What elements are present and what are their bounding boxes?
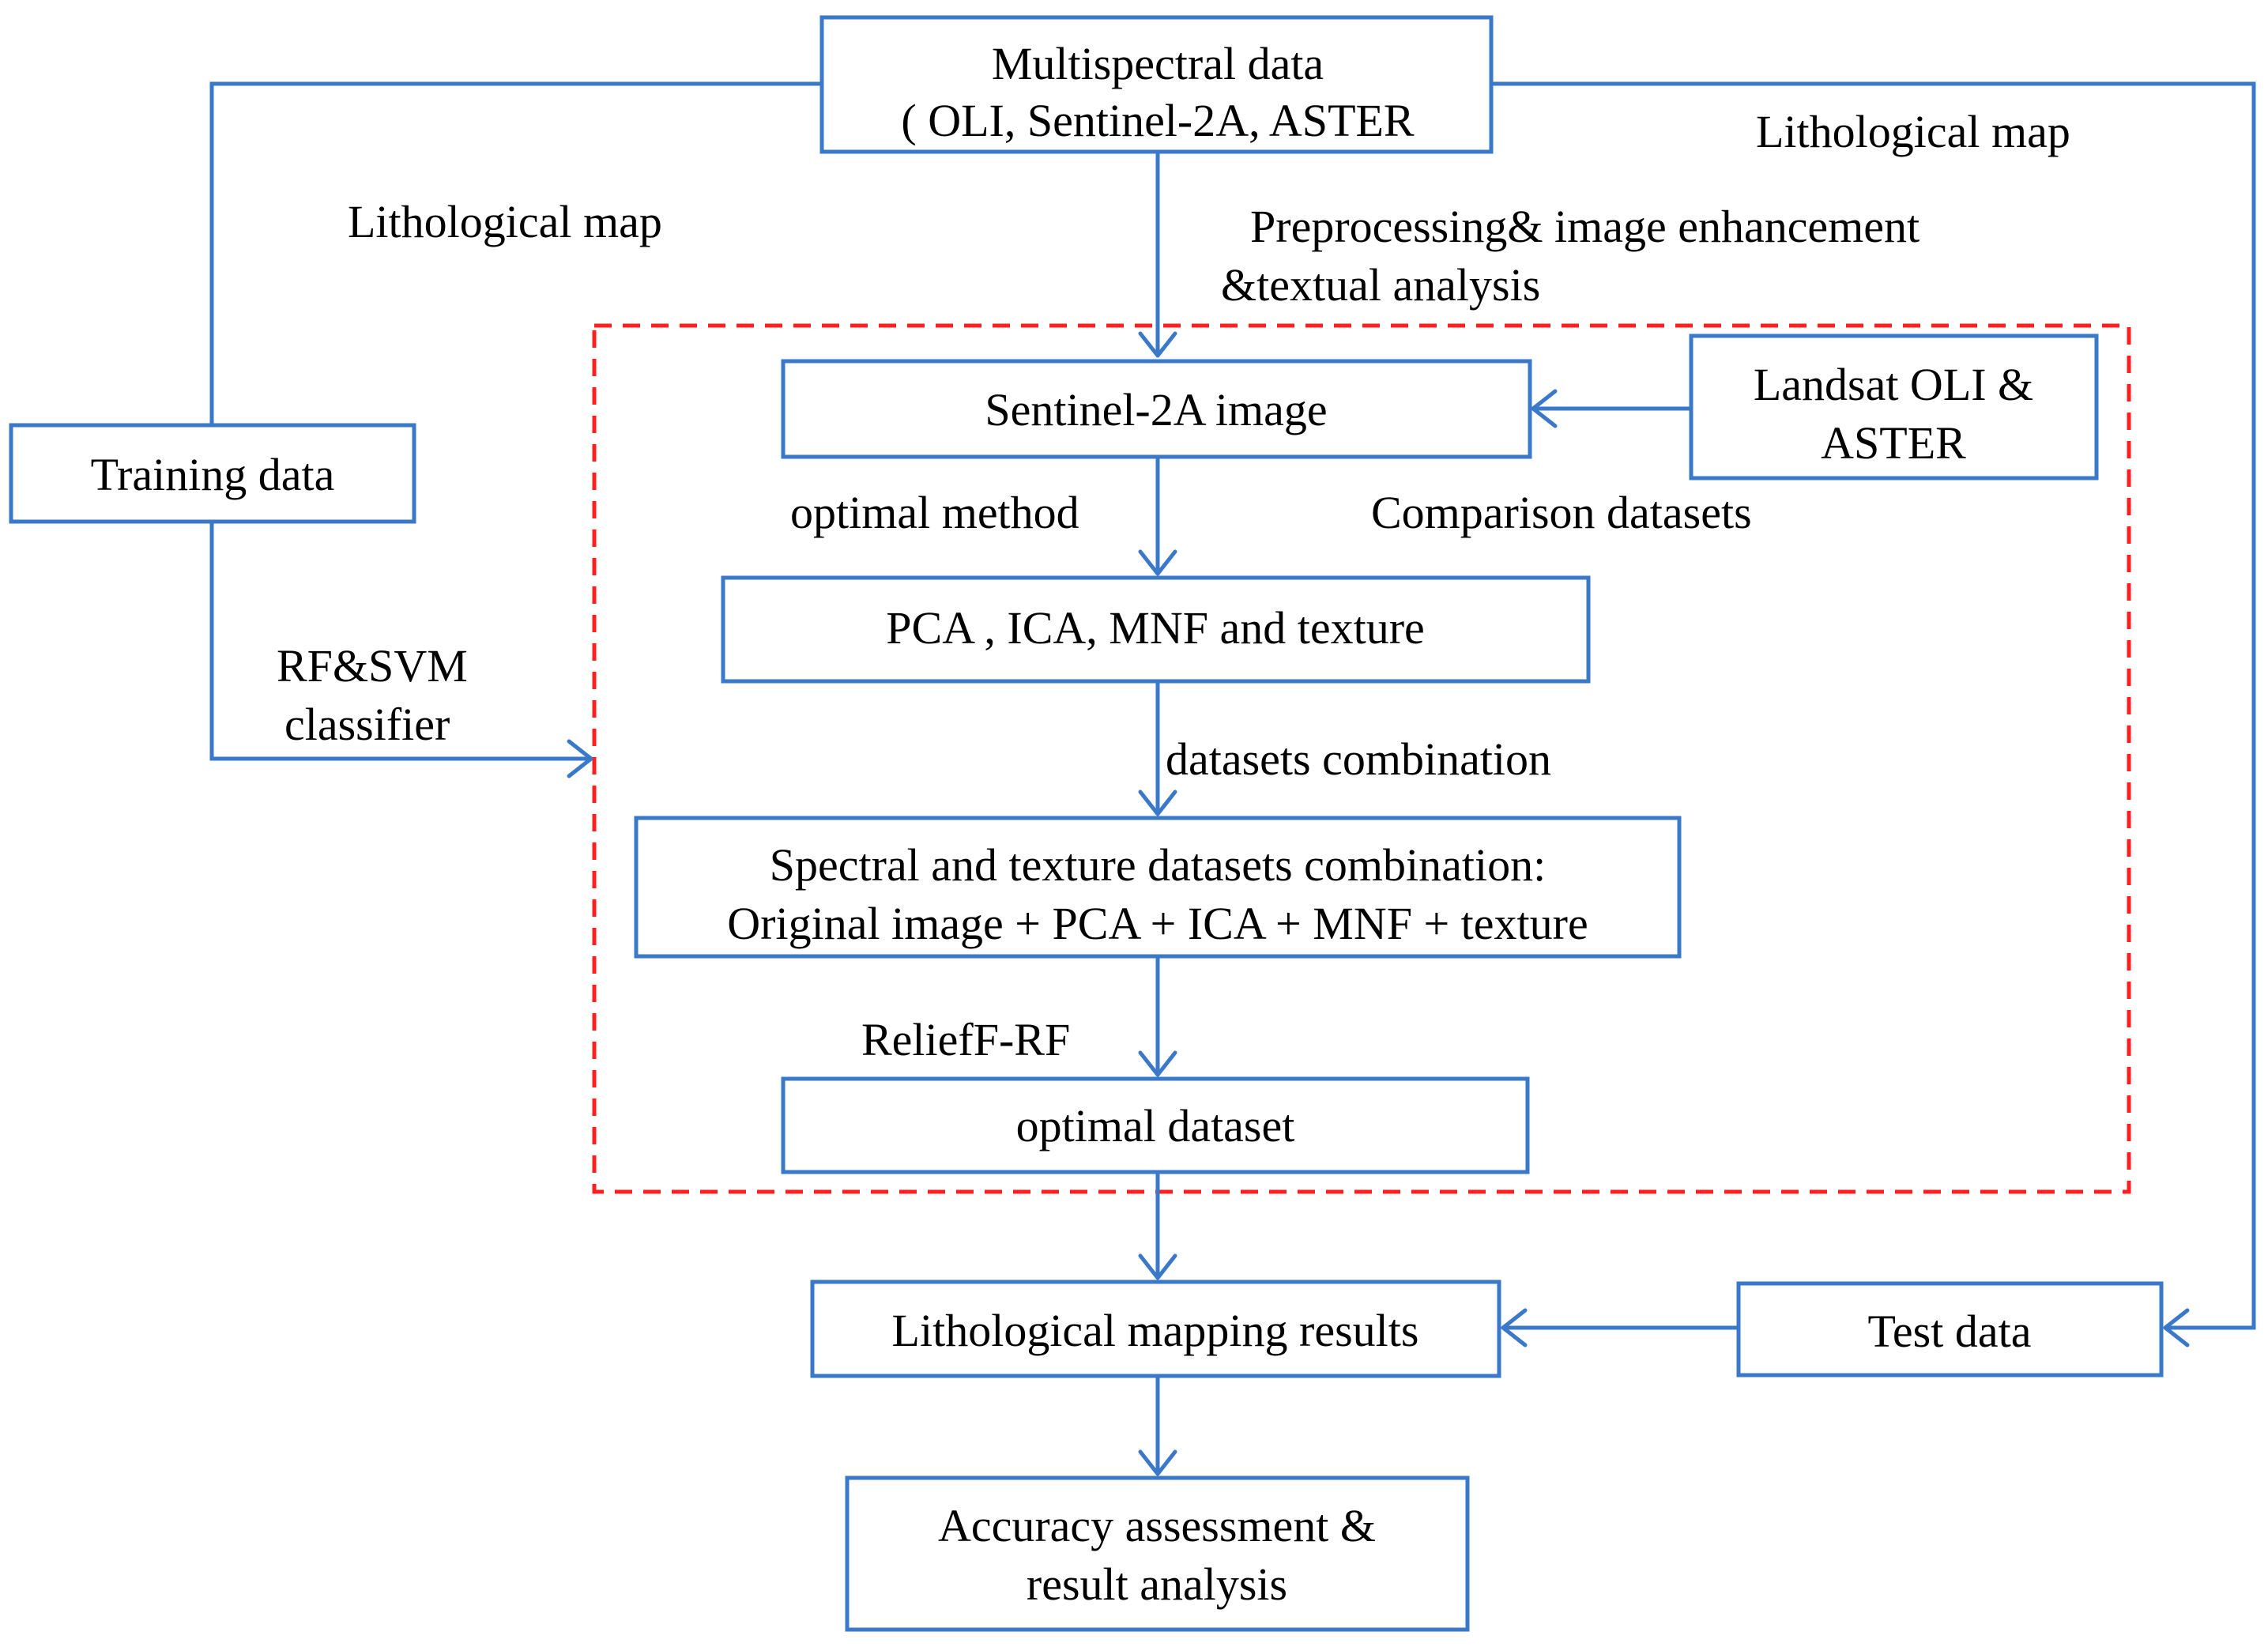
node-sentinel-image: Sentinel-2A image <box>781 359 1532 459</box>
node-pca-ica-mnf: PCA , ICA, MNF and texture <box>721 575 1591 684</box>
node-sentinel-label: Sentinel-2A image <box>985 384 1327 435</box>
node-multispectral-data: Multispectral data ( OLI, Sentinel-2A, A… <box>819 15 1494 154</box>
edge-multispectral-to-test <box>1491 81 2256 1330</box>
node-landsat-aster: Landsat OLI & ASTER <box>1689 334 2099 481</box>
node-optimal-dataset: optimal dataset <box>781 1076 1530 1174</box>
node-accuracy-line1: Accuracy assessment & <box>938 1500 1376 1551</box>
node-accuracy-assessment: Accuracy assessment & result analysis <box>845 1476 1470 1632</box>
arrowhead-down-icon <box>1138 1050 1177 1077</box>
label-optimal-method: optimal method <box>790 487 1079 538</box>
node-accuracy-line2: result analysis <box>1027 1558 1287 1610</box>
node-multispectral-line2: ( OLI, Sentinel-2A, ASTER <box>901 95 1415 146</box>
label-datasets-combination: datasets combination <box>1166 733 1551 785</box>
arrowhead-down-icon <box>1138 790 1177 816</box>
arrowhead-down-icon <box>1138 549 1177 576</box>
node-lithological-results: Lithological mapping results <box>810 1280 1501 1378</box>
edge-multispectral-to-training <box>209 81 822 425</box>
node-test-label: Test data <box>1868 1306 2032 1357</box>
node-spectral-combination: Spectral and texture datasets combinatio… <box>634 816 1682 959</box>
processing-region <box>592 323 2131 1194</box>
label-preprocessing-line1: Preprocessing& image enhancement <box>1250 201 1920 252</box>
connectors <box>209 81 2256 1474</box>
arrowheads <box>567 331 2190 1476</box>
node-pca-label: PCA , ICA, MNF and texture <box>886 602 1425 654</box>
label-preprocessing-line2: &textual analysis <box>1221 259 1540 311</box>
arrowhead-down-icon <box>1138 1253 1177 1280</box>
node-multispectral-line1: Multispectral data <box>992 38 1324 89</box>
edge-labels: Lithological map Lithological map Prepro… <box>277 106 2070 1065</box>
node-spectral-line1: Spectral and texture datasets combinatio… <box>770 839 1546 891</box>
node-optimal-label: optimal dataset <box>1016 1100 1295 1151</box>
label-lithological-map-left: Lithological map <box>348 196 662 247</box>
arrowhead-down-icon <box>1138 1449 1177 1476</box>
label-classifier-line1: RF&SVM <box>277 640 468 692</box>
arrowhead-left-icon <box>1501 1308 1528 1347</box>
arrowhead-left-icon <box>1531 389 1558 428</box>
node-test-data: Test data <box>1736 1281 2164 1378</box>
arrowhead-right-icon <box>567 739 593 778</box>
node-training-label: Training data <box>91 449 335 500</box>
node-landsat-line2: ASTER <box>1821 417 1966 469</box>
label-relieff-rf: ReliefF-RF <box>861 1014 1070 1065</box>
node-landsat-line1: Landsat OLI & <box>1754 359 2033 410</box>
label-lithological-map-right: Lithological map <box>1756 106 2070 157</box>
label-comparison-datasets: Comparison datasets <box>1371 487 1752 538</box>
label-classifier-line2: classifier <box>284 699 450 750</box>
node-spectral-line2: Original image + PCA + ICA + MNF + textu… <box>727 898 1588 949</box>
edge-training-to-region <box>209 522 591 761</box>
node-training-data: Training data <box>9 423 416 524</box>
node-results-label: Lithological mapping results <box>892 1305 1419 1356</box>
arrowhead-down-icon <box>1138 331 1177 358</box>
arrowhead-left-icon <box>2163 1308 2190 1347</box>
